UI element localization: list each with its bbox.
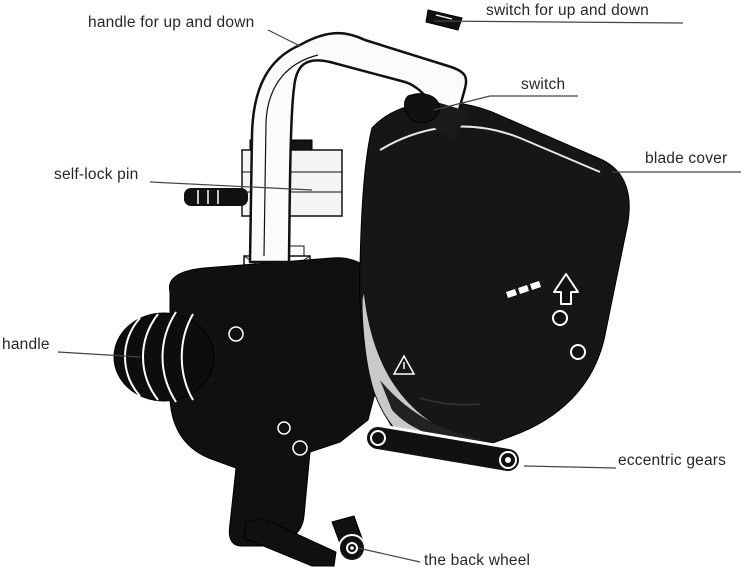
label-switch: switch: [521, 76, 566, 93]
label-blade-cover: blade cover: [645, 150, 728, 167]
blade-cover-part: [359, 101, 630, 456]
label-eccentric-gears: eccentric gears: [618, 452, 727, 469]
main-body: [168, 257, 391, 567]
label-handle: handle: [2, 336, 50, 353]
back-wheel-part: [331, 515, 366, 562]
trigger-switch-part: [404, 93, 470, 140]
label-self-lock-pin: self-lock pin: [54, 166, 139, 183]
brand-mark: [506, 281, 541, 298]
label-switch-for-up-and-down: switch for up and down: [486, 2, 649, 19]
leader-lines: [57, 20, 741, 563]
eccentric-gears-part: [364, 424, 522, 474]
self-lock-pin-part: [184, 188, 248, 206]
side-handle-knob: [113, 311, 244, 403]
warning-triangle-icon: [392, 354, 416, 375]
direction-arrow-icon: [553, 273, 579, 305]
label-the-back-wheel: the back wheel: [424, 552, 531, 569]
label-handle-for-up-and-down: handle for up and down: [88, 14, 255, 31]
up-down-switch-part: [425, 9, 463, 31]
